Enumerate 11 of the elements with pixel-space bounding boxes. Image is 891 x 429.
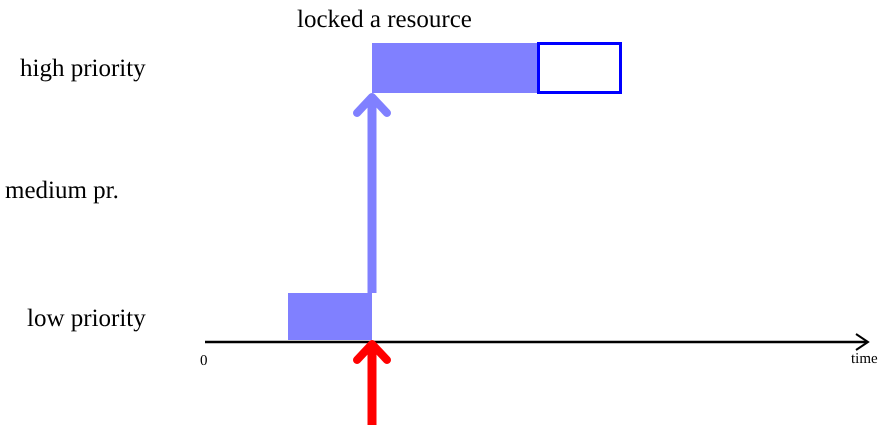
arrow bbox=[353, 340, 391, 425]
text-label: locked a resource bbox=[297, 7, 472, 32]
task-bar bbox=[372, 43, 537, 93]
axis-label: 0 bbox=[200, 354, 208, 369]
task-bar bbox=[288, 293, 372, 340]
text-label: medium pr. bbox=[5, 178, 119, 203]
text-label: low priority bbox=[27, 306, 146, 331]
arrow bbox=[353, 93, 391, 293]
outlined-bar bbox=[537, 42, 622, 94]
axis-label: time bbox=[851, 352, 878, 367]
text-label: high priority bbox=[20, 56, 146, 81]
